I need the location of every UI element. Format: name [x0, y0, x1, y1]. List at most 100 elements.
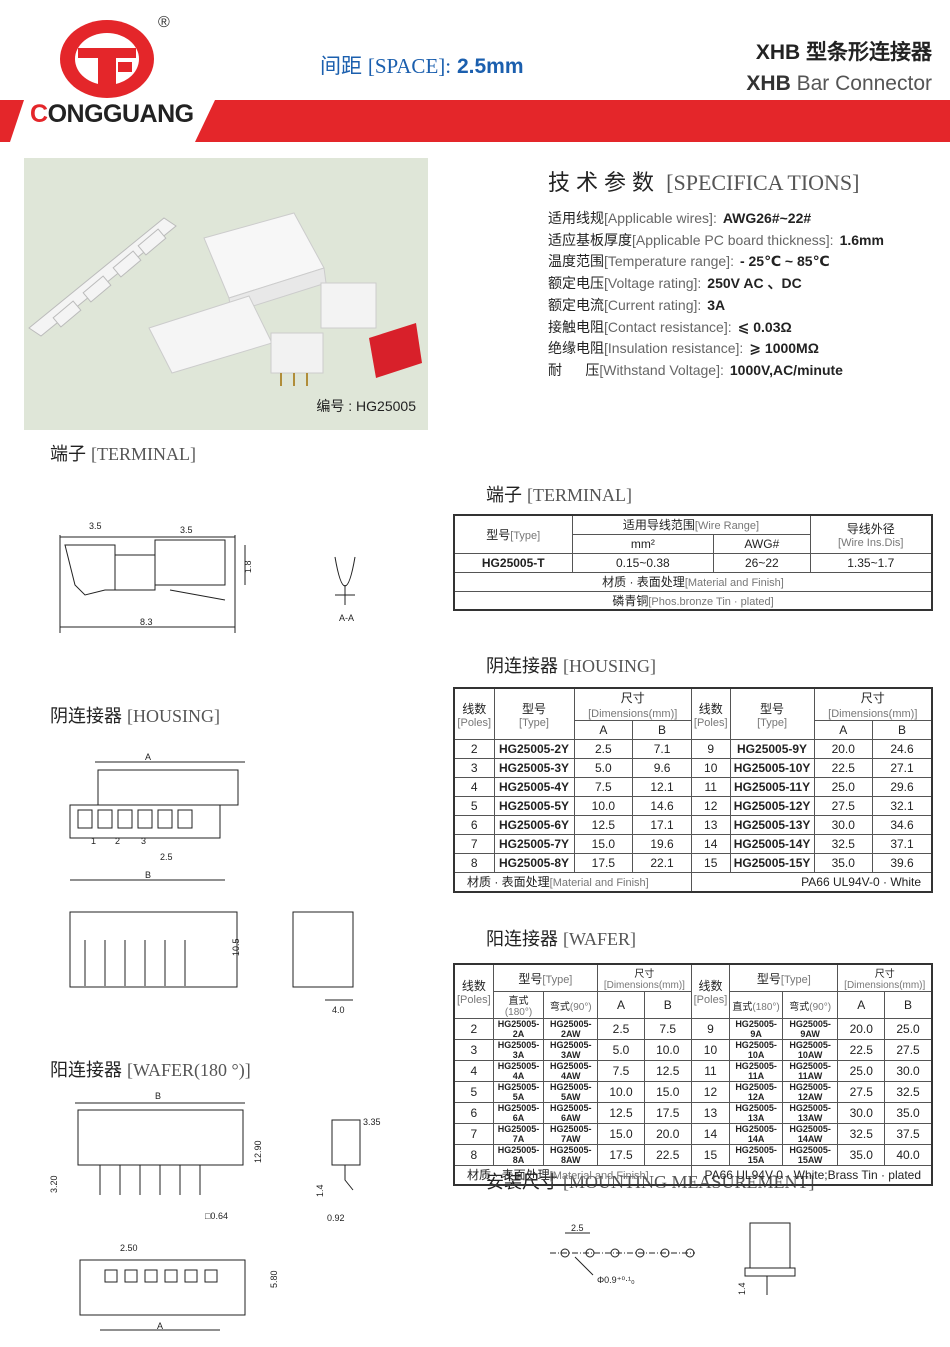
th-a: A [837, 991, 886, 1019]
dim-label: A [145, 752, 151, 762]
th-a: A [813, 720, 873, 740]
table-cell: HG25005-14AW [781, 1123, 839, 1145]
table-cell: HG25005-4Y [493, 777, 575, 797]
table-cell: 30.0 [837, 1102, 886, 1124]
table-cell: 2.5 [597, 1018, 645, 1040]
table-cell: 7.5 [573, 777, 634, 797]
th-type: 型号[Type] [492, 963, 599, 992]
table-cell: HG25005-15Y [729, 853, 815, 873]
dim-label: 2.50 [120, 1243, 138, 1253]
th-a: A [573, 720, 634, 740]
dim-label: 1.4 [315, 1184, 325, 1197]
table-cell: 6 [453, 815, 495, 835]
spec-row: 适用线规[Applicable wires]:AWG26#~22# [548, 210, 812, 226]
table-cell: HG25005-3AW [543, 1039, 599, 1061]
table-cell: 32.5 [837, 1123, 886, 1145]
table-cell: 30.0 [884, 1060, 933, 1082]
brand-name: CONGGUANG [30, 100, 194, 128]
table-cell: 20.0 [643, 1123, 692, 1145]
table-cell: 3 [453, 1039, 494, 1061]
section-wafer-right: 阳连接器 [WAFER] [486, 929, 637, 949]
table-cell: 9.6 [632, 758, 692, 778]
table-cell: HG25005-2Y [493, 739, 575, 759]
dim-label: 2.5 [160, 852, 173, 862]
th-dim: 尺寸[Dimensions(mm)] [597, 963, 692, 992]
table-cell: 5.0 [597, 1039, 645, 1061]
th-wire-range: 适用导线范围[Wire Range] [571, 514, 811, 535]
table-cell: HG25005-12A [729, 1081, 783, 1103]
company-logo [60, 20, 154, 98]
table-cell: 12 [690, 1081, 731, 1103]
table-cell: 3 [453, 758, 495, 778]
table-cell: 9 [690, 1018, 731, 1040]
table-cell: 27.5 [837, 1081, 886, 1103]
table-cell: HG25005-9AW [781, 1018, 839, 1040]
table-cell: HG25005-7Y [493, 834, 575, 854]
dim-label: 2 [115, 836, 120, 846]
th-poles: 线数[Poles] [453, 963, 494, 1019]
table-cell: HG25005-6Y [493, 815, 575, 835]
dim-label: 5.80 [269, 1270, 279, 1288]
housing-drawing: A 1 2 3 2.5 B 10.5 4.0 [69, 752, 354, 1015]
table-cell: 32.5 [884, 1081, 933, 1103]
table-cell: 24.6 [871, 739, 933, 759]
table-cell: 7 [453, 834, 495, 854]
table-cell: 11 [690, 777, 731, 797]
table-cell: 27.5 [884, 1039, 933, 1061]
table-cell: 32.5 [813, 834, 873, 854]
table-cell: HG25005-14Y [729, 834, 815, 854]
table-cell: HG25005-15A [729, 1144, 783, 1166]
table-cell: 11 [690, 1060, 731, 1082]
spec-row: 额定电压[Voltage rating]:250V AC 、DC [548, 275, 802, 292]
section-wafer-left: 阳连接器 [WAFER(180 °)] [50, 1060, 251, 1080]
table-cell: HG25005-14A [729, 1123, 783, 1145]
table-cell: 22.5 [813, 758, 873, 778]
spacing-label: 间距 [SPACE]: 2.5mm [320, 54, 524, 78]
housing-table: 线数[Poles] 型号[Type] 尺寸[Dimensions(mm)] 线数… [453, 687, 933, 893]
table-cell: 13 [690, 1102, 731, 1124]
table-cell: HG25005-13A [729, 1102, 783, 1124]
table-cell: 5 [453, 796, 495, 816]
registered-mark: ® [158, 14, 170, 31]
table-cell: HG25005-8A [492, 1144, 545, 1166]
dim-label: 3.5 [180, 525, 193, 535]
material-header: 材质 · 表面处理[Material and Finish] [453, 1165, 692, 1185]
table-cell: HG25005-3Y [493, 758, 575, 778]
wafer-drawing: B 12.90 3.20 □0.64 3.35 1.4 0.92 2.50 5.… [49, 1091, 381, 1331]
table-cell: 12.5 [643, 1060, 692, 1082]
table-cell: 37.5 [884, 1123, 933, 1145]
table-cell: 13 [690, 815, 731, 835]
product-title-en: XHB Bar Connector [746, 72, 932, 95]
cell-dis: 1.35~1.7 [809, 552, 933, 573]
table-cell: 30.0 [813, 815, 873, 835]
table-cell: 25.0 [813, 777, 873, 797]
table-cell: 5 [453, 1081, 494, 1103]
table-cell: 7.5 [597, 1060, 645, 1082]
table-cell: HG25005-4AW [543, 1060, 599, 1082]
table-cell: 35.0 [813, 853, 873, 873]
table-cell: 14 [690, 834, 731, 854]
th-poles: 线数[Poles] [453, 687, 495, 740]
table-cell: 2 [453, 739, 495, 759]
section-terminal-right: 端子 [TERMINAL] [486, 485, 632, 505]
th-straight: 直式(180°) [492, 991, 545, 1019]
header-banner [0, 100, 950, 142]
table-cell: HG25005-13AW [781, 1102, 839, 1124]
dim-label: 1.4 [737, 1282, 747, 1295]
table-cell: 25.0 [884, 1018, 933, 1040]
table-cell: HG25005-11Y [729, 777, 815, 797]
th-type: 型号[Type] [729, 687, 815, 740]
spec-row: 绝缘电阻[Insulation resistance]:⩾ 1000MΩ [548, 340, 819, 357]
table-cell: 7.1 [632, 739, 692, 759]
material-value: PA66 UL94V-0 · White;Brass Tin · plated [690, 1165, 933, 1185]
table-cell: 17.5 [597, 1144, 645, 1166]
th-wire-dis: 导线外径[Wire Ins.Dis] [809, 514, 933, 554]
table-cell: 15 [690, 1144, 731, 1166]
table-cell: 32.1 [871, 796, 933, 816]
dim-label: 12.90 [253, 1140, 263, 1163]
table-cell: 10 [690, 758, 731, 778]
specs-list: 适用线规[Applicable wires]:AWG26#~22# 适应基板厚度… [548, 208, 884, 382]
